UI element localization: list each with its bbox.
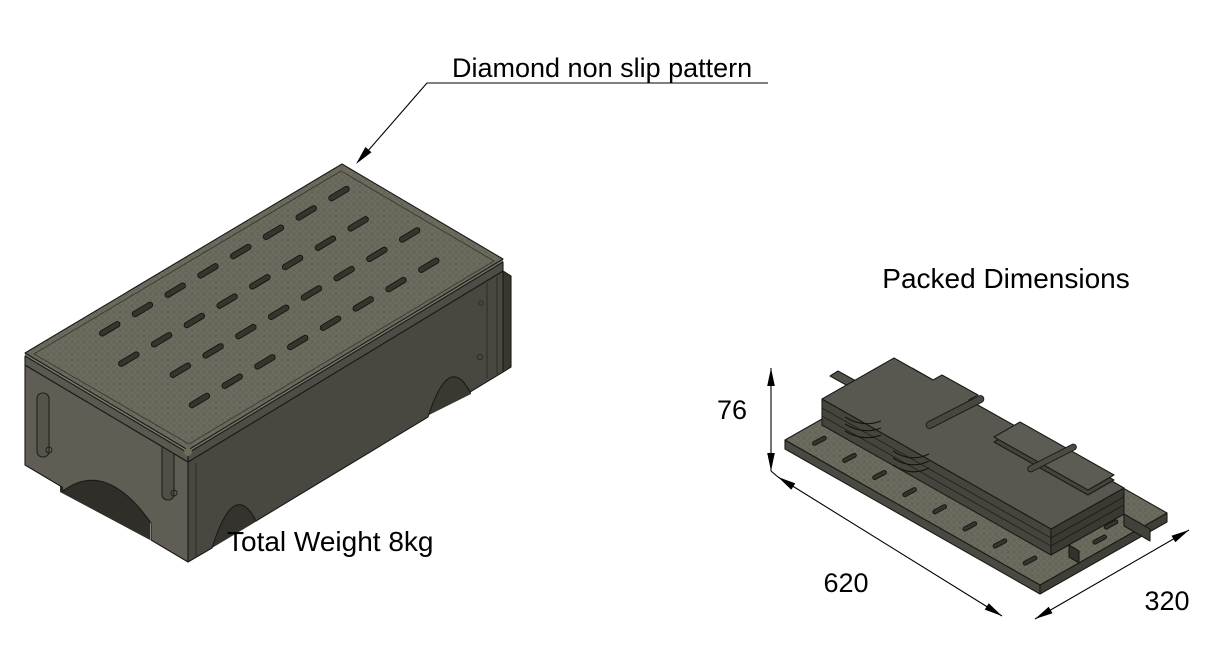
slot [254, 354, 276, 370]
packed-panel-slots [812, 435, 1119, 566]
board-edge-highlight-right [188, 259, 503, 453]
slot [216, 293, 238, 309]
slot [418, 257, 440, 273]
slot [932, 504, 948, 515]
step-end-panel [24, 364, 189, 563]
callout-arrowhead [356, 147, 372, 164]
slot [183, 312, 206, 329]
dimension-height-76: 76 [717, 368, 779, 478]
slot [267, 304, 290, 320]
slot [962, 521, 978, 532]
dim-width-label: 320 [1144, 586, 1189, 616]
slot [352, 296, 374, 312]
slot [188, 392, 211, 409]
slot [314, 235, 337, 251]
nonslip-callout: Diamond non slip pattern [356, 53, 768, 164]
top-face-slots [98, 185, 440, 409]
small-plate-slot [1027, 443, 1077, 473]
front-hook-detail [476, 353, 484, 361]
slot [300, 285, 323, 301]
slot [169, 362, 192, 378]
dim-length-label: 620 [823, 568, 868, 598]
slot [333, 265, 355, 282]
slot [131, 301, 154, 318]
dimension-length-620: 620 [777, 476, 1003, 617]
slot [398, 227, 421, 243]
slot [150, 332, 173, 348]
slot [319, 315, 342, 331]
board-edge-highlight-left [25, 353, 188, 453]
slot [262, 224, 285, 240]
packed-isometric-view: Packed Dimensions [717, 263, 1190, 620]
stack-arch-cutouts [844, 416, 930, 473]
callout-label: Diamond non slip pattern [452, 53, 752, 83]
slot [235, 323, 257, 340]
slot [287, 334, 309, 351]
front-face-seams [195, 277, 498, 556]
slot [281, 254, 304, 271]
slot [812, 435, 827, 446]
slot [197, 263, 219, 279]
top-face-bevel-line [33, 170, 495, 445]
step-right-edge-sliver [502, 270, 512, 373]
stack-top-plate [821, 357, 1125, 530]
front-hook-detail-2 [478, 300, 484, 306]
dim-height-label: 76 [717, 395, 747, 425]
slot [118, 351, 140, 367]
slot [328, 185, 350, 202]
slot [872, 469, 887, 481]
stack-front-tab [1068, 544, 1080, 564]
slot [202, 343, 224, 359]
slot [842, 452, 857, 463]
slot [230, 243, 252, 260]
step-front-face [187, 270, 504, 563]
slot [1092, 534, 1107, 545]
top-plate-slot [925, 395, 985, 429]
slot [902, 487, 917, 498]
slot [295, 205, 317, 221]
slot [992, 538, 1008, 549]
board-edge-left [24, 355, 189, 463]
step-isometric-view: Diamond non slip pattern Total Weight 8k… [24, 53, 768, 563]
slot [385, 276, 407, 293]
corner-round [184, 448, 192, 456]
packed-stack [821, 357, 1151, 564]
slot [98, 321, 121, 337]
weight-label: Total Weight 8kg [227, 526, 434, 557]
slot [249, 274, 271, 290]
stack-right-tab [1123, 513, 1151, 542]
slot [1103, 519, 1119, 530]
dimension-width-320: 320 [1034, 529, 1190, 620]
slot [347, 216, 369, 232]
slot [164, 282, 186, 298]
slot [221, 373, 243, 389]
packed-title: Packed Dimensions [882, 263, 1129, 294]
slot [366, 246, 388, 263]
slot [1022, 555, 1038, 566]
